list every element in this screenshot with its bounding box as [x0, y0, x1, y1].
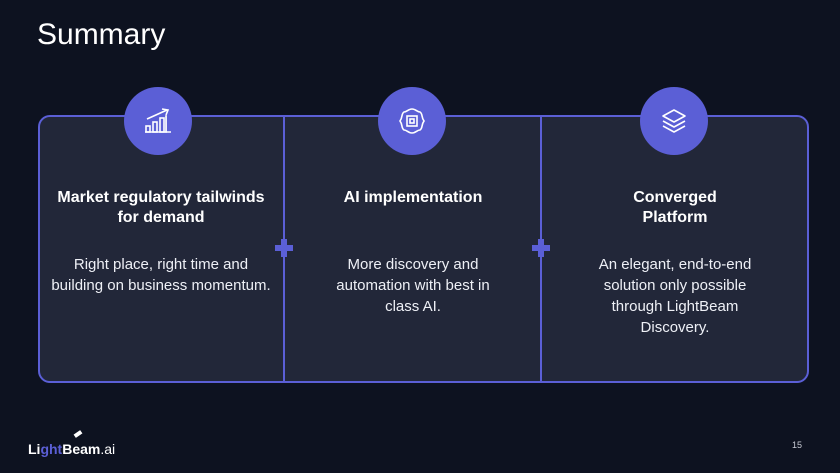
page-number: 15 [792, 440, 803, 450]
ai-chip-icon [378, 87, 446, 155]
column-heading: AI implementation [343, 189, 483, 206]
column-body: Right place, right time and building on … [51, 256, 271, 294]
lightbeam-logo: LightBeam.ai [28, 430, 115, 457]
column-heading: Market regulatory tailwinds for demand [57, 189, 265, 226]
summary-card [38, 115, 809, 383]
column-market: Market regulatory tailwinds for demand R… [46, 188, 276, 296]
column-platform: Converged Platform An elegant, end-to-en… [560, 188, 790, 338]
growth-chart-icon [124, 87, 192, 155]
slide-title: Summary [37, 18, 166, 51]
plus-icon [532, 239, 550, 257]
plus-icon [275, 239, 293, 257]
column-heading: Converged Platform [633, 189, 717, 226]
layers-icon [640, 87, 708, 155]
column-ai: AI implementation More discovery and aut… [298, 188, 528, 317]
column-body: More discovery and automation with best … [336, 256, 490, 315]
column-body: An elegant, end-to-end solution only pos… [598, 256, 752, 336]
